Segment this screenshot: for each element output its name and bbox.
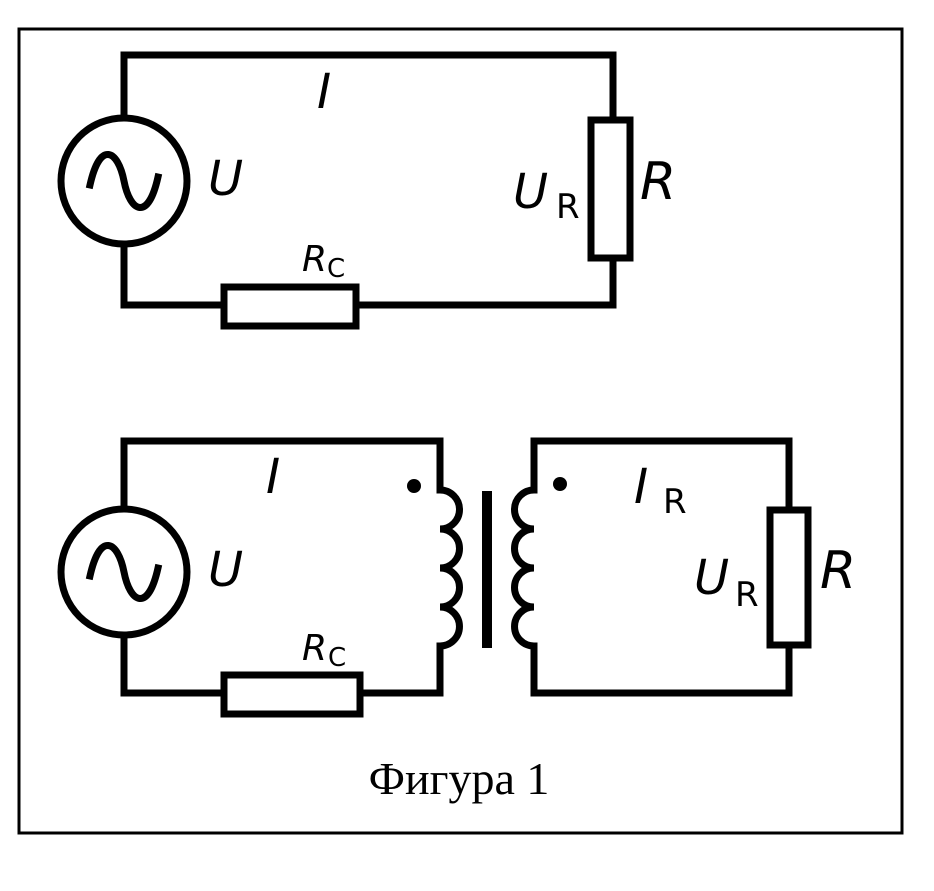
series-resistor-label-top: R xyxy=(302,239,327,280)
secondary-current-sub: R xyxy=(663,482,687,522)
load-voltage-sub-bottom: R xyxy=(735,575,759,615)
series-resistor-top xyxy=(220,283,360,330)
figure-caption: Фигура 1 xyxy=(369,753,550,804)
secondary-polarity-dot xyxy=(553,477,567,491)
series-resistor-sub-top: C xyxy=(327,254,345,284)
load-voltage-label-top: U xyxy=(513,164,548,220)
series-resistor-bottom xyxy=(220,671,364,718)
secondary-wires xyxy=(530,437,793,697)
load-resistor-label-top: R xyxy=(640,152,676,212)
sine-wave-icon xyxy=(85,542,163,602)
series-resistor-sub-bottom: C xyxy=(328,643,346,673)
series-resistor-label-bottom: R xyxy=(302,628,327,669)
load-resistor-bottom xyxy=(766,506,812,649)
current-label-top: I xyxy=(317,64,331,120)
source-voltage-label-bottom: U xyxy=(208,542,243,598)
load-resistor-top xyxy=(587,116,634,262)
primary-coil xyxy=(436,486,463,650)
figure-frame xyxy=(17,27,904,835)
top-circuit-wires xyxy=(120,51,617,309)
bottom-circuit: I I R U U R R R C xyxy=(57,437,856,718)
load-voltage-sub-top: R xyxy=(556,187,580,227)
load-resistor-label-bottom: R xyxy=(820,541,856,601)
primary-current-label: I xyxy=(266,449,280,505)
secondary-coil xyxy=(511,486,538,650)
sine-wave-icon xyxy=(85,151,163,211)
source-voltage-label-top: U xyxy=(208,151,243,207)
top-circuit: I U U R R R C xyxy=(57,51,676,330)
primary-wires xyxy=(120,437,444,697)
load-voltage-label-bottom: U xyxy=(694,550,729,606)
secondary-current-label: I xyxy=(634,459,648,515)
primary-polarity-dot xyxy=(407,479,421,493)
